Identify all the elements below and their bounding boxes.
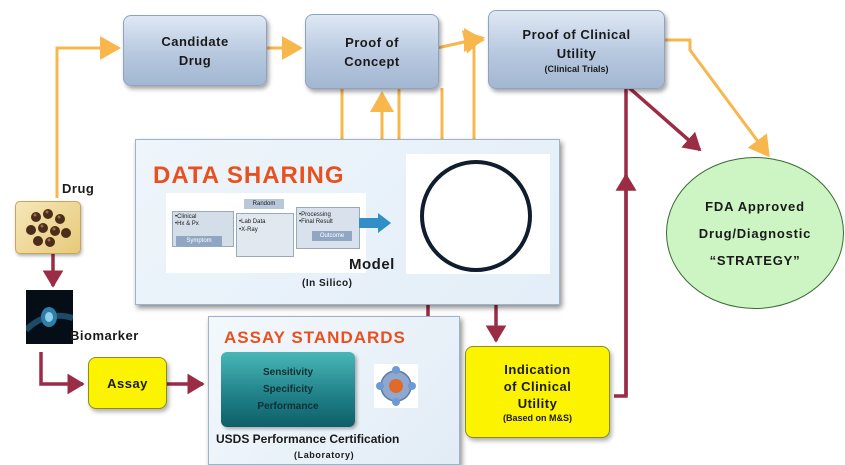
thumb-outcome-tag: Outcome — [312, 231, 352, 241]
proof-of-clinical-utility-box: Proof of Clinical Utility (Clinical Tria… — [488, 10, 665, 89]
thumb-hx-text: •Hx & Px — [175, 221, 199, 227]
proof-of-concept-box: Proof of Concept — [305, 14, 439, 89]
thumb-clinical-text: •Clinical — [175, 214, 197, 220]
candidate-drug-line1: Candidate — [161, 33, 229, 49]
fda-line3: “STRATEGY” — [709, 252, 801, 268]
candidate-drug-box: Candidate Drug — [123, 15, 267, 86]
data-sharing-panel: DATA SHARING •Clinical •Hx & Px Symptom … — [135, 139, 560, 305]
thumb-processing-card: •Processing •Final Result — [296, 207, 360, 249]
criteria-performance: Performance — [257, 401, 319, 412]
assay-box: Assay — [88, 357, 167, 409]
right-arrow-icon — [359, 213, 391, 233]
model-image-area — [406, 154, 550, 274]
model-sub-label: (In Silico) — [302, 278, 353, 289]
assay-caption-sub: (Laboratory) — [294, 450, 355, 460]
certification-seal-icon — [374, 364, 418, 408]
drug-label: Drug — [62, 181, 95, 196]
proof-of-concept-line1: Proof of — [345, 34, 399, 50]
drug-pills-image — [15, 201, 81, 254]
model-label: Model — [349, 256, 395, 273]
assay-standards-panel: ASSAY STANDARDS Sensitivity Specificity … — [208, 316, 460, 465]
indication-line2: of Clinical — [503, 378, 572, 394]
model-ring-icon — [420, 160, 532, 272]
thumb-xray-text: •X-Ray — [239, 227, 258, 233]
fda-approved-oval: FDA Approved Drug/Diagnostic “STRATEGY” — [666, 157, 844, 309]
thumb-random-tag: Random — [244, 199, 284, 209]
proof-of-utility-sub: (Clinical Trials) — [544, 63, 609, 74]
proof-of-utility-line2: Utility — [556, 45, 597, 61]
arrow-drug-to-candidate — [55, 36, 121, 198]
assay-standards-title: ASSAY STANDARDS — [224, 328, 406, 347]
cell-icon — [23, 290, 74, 344]
arrow-biomarker-to-assay — [39, 352, 85, 395]
candidate-drug-line2: Drug — [178, 52, 212, 68]
biomarker-image — [23, 290, 74, 344]
thumb-symptom-tag: Symptom — [176, 236, 222, 246]
fda-line2: Drug/Diagnostic — [698, 225, 812, 241]
pills-icon — [26, 209, 71, 247]
workflow-thumbnail: •Clinical •Hx & Px Symptom •Lab Data •X-… — [166, 193, 366, 273]
indication-sub: (Based on M&S) — [502, 412, 572, 423]
data-sharing-title: DATA SHARING — [153, 162, 345, 189]
indication-line1: Indication — [504, 361, 571, 377]
arrow-utility-to-fda-orange — [665, 38, 770, 158]
biomarker-label: Biomarker — [70, 328, 139, 343]
indication-box: Indication of Clinical Utility (Based on… — [465, 346, 610, 438]
criteria-block: Sensitivity Specificity Performance — [221, 352, 355, 427]
thumb-lab-card: •Lab Data •X-Ray — [236, 213, 294, 257]
criteria-specificity: Specificity — [262, 384, 314, 395]
arrow-utility-loop — [440, 28, 485, 156]
assay-label: Assay — [107, 375, 148, 391]
thumb-processing-text: •Processing — [299, 212, 331, 218]
thumb-lab-text: •Lab Data — [239, 219, 266, 225]
proof-of-concept-line2: Concept — [344, 53, 400, 69]
fda-line1: FDA Approved — [705, 198, 805, 214]
arrow-utility-to-fda-red — [624, 83, 702, 152]
arrow-utility-down — [614, 88, 628, 398]
assay-caption: USDS Performance Certification — [216, 432, 400, 446]
proof-of-utility-line1: Proof of Clinical — [522, 26, 631, 42]
criteria-sensitivity: Sensitivity — [262, 367, 314, 378]
indication-line3: Utility — [517, 395, 558, 411]
thumb-final-text: •Final Result — [299, 219, 333, 225]
